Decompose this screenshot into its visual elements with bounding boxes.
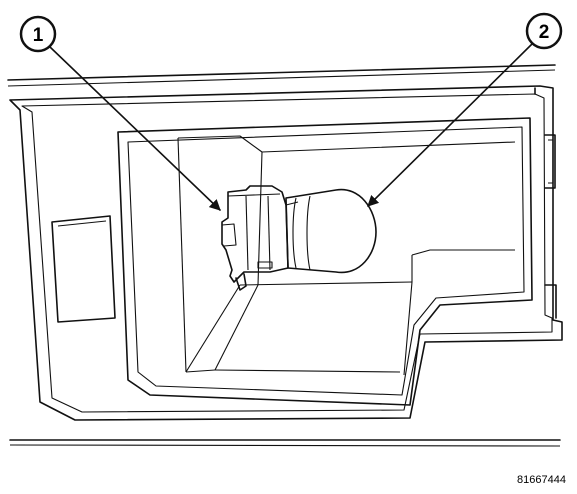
lamp-cavity: [117, 117, 533, 406]
callout-2: 2: [525, 12, 563, 50]
housing-clip-lower: [544, 284, 557, 319]
callout-2-leader: [367, 43, 533, 207]
housing-bezel: [9, 85, 563, 421]
body-panel-top: [7, 64, 556, 87]
housing-clip-upper: [544, 134, 556, 189]
light-bulb: [285, 188, 377, 274]
callout-1: 1: [19, 15, 57, 53]
body-panel-bottom: [9, 439, 561, 447]
callout-2-label: 2: [539, 22, 550, 43]
bulb-socket: [221, 185, 289, 291]
housing-left-tab: [51, 215, 116, 323]
callout-1-label: 1: [33, 25, 44, 46]
callout-1-leader: [49, 46, 221, 211]
figure-number: 81667444: [517, 474, 566, 486]
